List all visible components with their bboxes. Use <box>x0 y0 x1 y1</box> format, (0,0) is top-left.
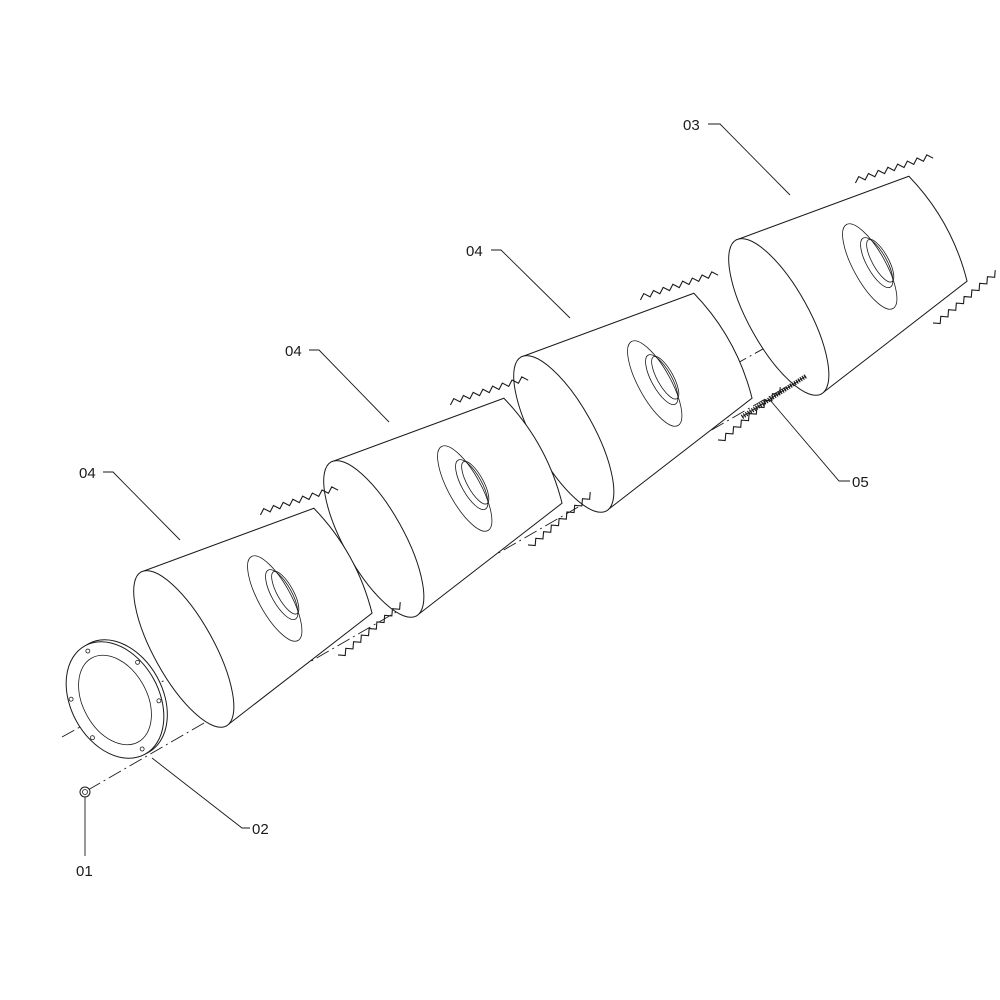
cone-part-04-b-flange <box>437 445 493 532</box>
threaded-rod-part-05-core <box>741 375 807 418</box>
cone-part-04-c-bore <box>645 354 679 406</box>
cone-part-04-b-bore <box>455 459 489 511</box>
callout-04-c: 04 <box>466 243 483 260</box>
callout-03: 03 <box>683 117 700 134</box>
cone-part-03-bore-inner <box>866 238 895 283</box>
nut-part-01-bore <box>82 789 88 795</box>
cone-part-03-rim <box>728 238 830 396</box>
nut-part-01-body <box>79 786 91 798</box>
callout-02: 02 <box>252 821 269 838</box>
ring-part-02-bolt-hole <box>156 698 162 704</box>
leader-line-04-b <box>309 349 390 423</box>
cone-part-04-b-bore-inner <box>461 460 490 505</box>
ring-part-02-inner <box>78 654 152 746</box>
nut-part-01 <box>79 786 91 798</box>
cone-part-04-a-rim <box>133 570 235 728</box>
cone-part-03-bore <box>860 237 894 289</box>
leader-line-03 <box>708 123 791 196</box>
leader-line-04-c <box>491 249 571 319</box>
ring-part-02-bolt-hole <box>135 659 140 665</box>
threaded-rod-part-05 <box>740 374 808 419</box>
cone-part-04-c-bore-inner <box>651 355 680 400</box>
callout-04-b: 04 <box>285 343 302 360</box>
cone-part-04-a-gear-teeth <box>259 486 401 657</box>
ring-part-02-bolt-hole <box>85 648 91 654</box>
leader-line-04-a <box>103 471 181 541</box>
cone-part-03 <box>728 154 996 396</box>
callout-01: 01 <box>76 863 93 880</box>
ring-part-02-bolt-hole <box>68 696 74 702</box>
cone-part-04-a <box>133 486 401 728</box>
ring-part-02-bolt-hole <box>90 735 95 741</box>
ring-part-02-bolt-hole <box>139 746 145 752</box>
cone-part-03-gear-teeth <box>854 154 996 325</box>
callout-05: 05 <box>852 474 869 491</box>
cone-part-04-b <box>323 376 591 618</box>
cone-part-04-c-flange <box>627 340 683 427</box>
callout-04-a: 04 <box>79 465 96 482</box>
ring-part-02-face <box>65 641 165 759</box>
cone-part-04-a-flange <box>247 555 303 642</box>
cone-part-04-a-bore-inner <box>271 570 300 615</box>
ring-part-02 <box>65 639 168 759</box>
leader-line-05 <box>769 399 850 482</box>
cone-part-04-a-bore <box>265 569 299 621</box>
cone-part-03-flange <box>842 223 898 310</box>
leader-line-02 <box>151 757 250 829</box>
cone-part-04-b-gear-teeth <box>449 376 591 547</box>
